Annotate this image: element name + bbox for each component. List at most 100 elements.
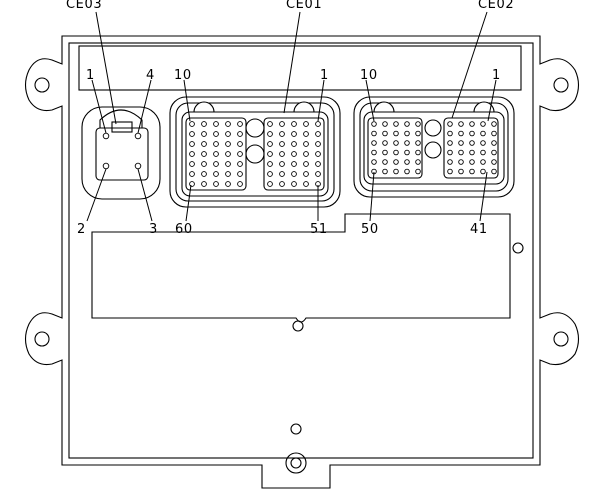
ce01-right-pin [315,131,321,137]
ce02-right-pin [469,130,475,137]
ce01-left-pin [213,171,219,177]
connector-ce02 [353,96,515,198]
ce02-right-pin [480,168,486,175]
label-ce03-pin-4: 4 [146,68,155,83]
ce01-left-pin [225,171,231,177]
ce01-right-pin [315,171,321,177]
leader-ce03-pin-4 [137,79,152,134]
ce02-right-pin [447,130,453,137]
ce01-pin-array-left [189,121,243,187]
leader-ce02-pin-50 [369,171,375,222]
ce01-left-pin [189,121,195,127]
ce02-left-pin [371,149,377,156]
ce02-right-pin [480,159,486,165]
ce01-left-pin [201,121,207,127]
leader-ce01-pin-60 [185,184,192,222]
ce02-left-pin [415,159,421,165]
leader-ce03-pin-2 [86,168,107,222]
ce01-right-pin [315,141,321,147]
ce01-left-pin [225,131,231,137]
ce01-left-pin [237,161,243,167]
leader-ce02-pin-41 [479,171,488,222]
ce02-center-post-top [424,119,442,137]
label-ce02: CE02 [478,0,514,12]
ce01-right-pin [303,151,309,157]
ce02-center-post-bottom [424,141,442,159]
ce01-right-pin [279,141,285,147]
ce01-right-pin [279,171,285,177]
ce01-right-pin [303,131,309,137]
ce02-right-pin [458,159,464,165]
ce02-pin-array-left [371,121,421,175]
ce01-right-pin [303,121,309,127]
ce01-right-pin [267,181,273,187]
ce02-right-pin [458,130,464,137]
ce02-right-pin [491,121,497,127]
ce01-left-pin [201,141,207,147]
ce01-left-pin [225,151,231,157]
ce01-left-pin [189,131,195,137]
ce01-left-pin [201,151,207,157]
ce01-left-pin [213,161,219,167]
ce02-right-pin [469,149,475,156]
ce02-right-pin [469,140,475,146]
ce02-right-pin [458,140,464,146]
ce01-left-pin [189,141,195,147]
ce02-right-pin [458,121,464,127]
ce02-left-pin [382,159,388,165]
label-plate [91,213,511,323]
label-strip-top [78,45,522,91]
ce02-right-pin [491,130,497,137]
ce01-left-pin [201,161,207,167]
ce01-right-pin [291,161,297,167]
ce01-left-pin [201,171,207,177]
ce02-left-pin [371,121,377,127]
ce02-left-pin [404,140,410,146]
ce01-left-pin [225,121,231,127]
leader-ce02-name [451,11,488,119]
ce01-left-pin [237,121,243,127]
ce01-left-pin [213,121,219,127]
ce02-left-pin [404,149,410,156]
ce01-left-pin [237,131,243,137]
ce02-right-pin [458,168,464,175]
ce02-right-pin [480,130,486,137]
ce02-left-pin [415,130,421,137]
ce01-shroud-inner [175,102,335,202]
mounting-hole-bottom-left [34,331,50,347]
ce02-body [363,111,505,185]
ce01-right-pin [267,171,273,177]
label-ce01: CE01 [286,0,322,12]
ce03-shroud [81,106,161,200]
reference-hole-bottom [290,423,302,435]
ce01-left-pin [189,161,195,167]
ce02-left-pin [404,130,410,137]
ce02-pin-array-right [447,121,497,175]
ce01-right-pin [291,141,297,147]
ce02-left-pin [404,168,410,175]
label-ce01-pin-1: 1 [320,68,329,83]
ce02-right-pin [491,168,497,175]
leader-ce01-pin-1 [317,79,325,122]
ce03-pin-4 [134,132,142,140]
ce02-left-pin [393,121,399,127]
ce01-left-pin [225,141,231,147]
label-ce01-pin-10: 10 [174,68,192,83]
leader-ce02-pin-10 [365,79,375,122]
ce02-left-pin [415,149,421,156]
ce02-shroud-inner [359,102,509,192]
ce02-right-pin [491,159,497,165]
ce01-right-pin [279,181,285,187]
ce01-right-pin [279,121,285,127]
ce01-right-pin [291,181,297,187]
ce02-right-pin [447,159,453,165]
label-ce01-pin-51: 51 [310,222,328,237]
ce01-right-pin [303,161,309,167]
ce01-left-pin [237,181,243,187]
ce02-right-pin [480,140,486,146]
ce02-left-pin [393,130,399,137]
housing-inner-border [68,42,534,459]
leader-ce02-pin-1 [487,79,497,122]
ce02-right-pin [480,149,486,156]
